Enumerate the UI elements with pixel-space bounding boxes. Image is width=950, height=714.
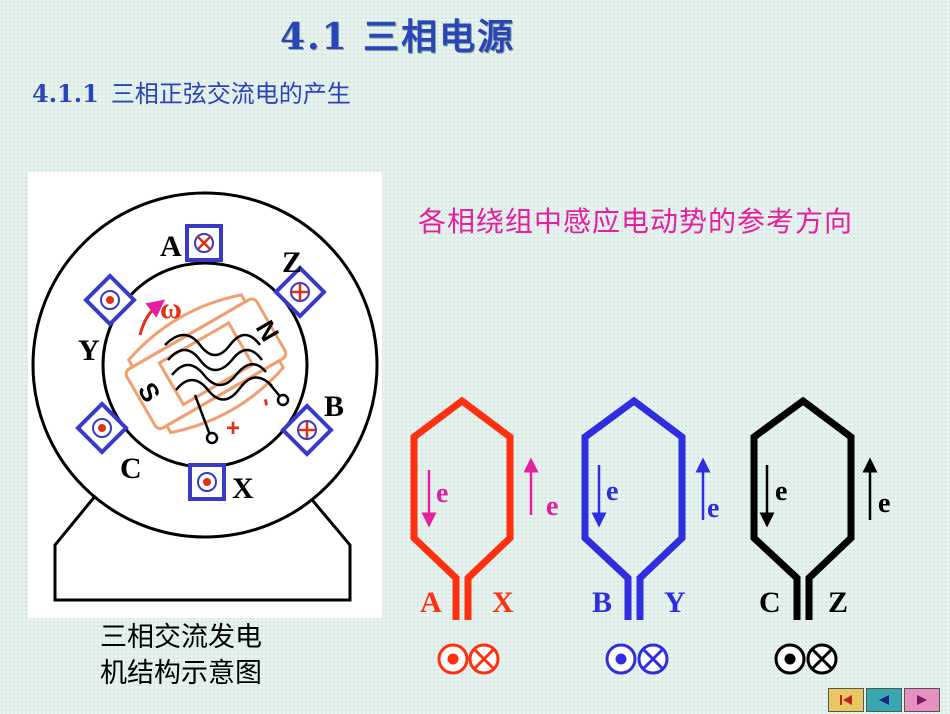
generator-caption-line2: 机结构示意图 — [100, 658, 262, 689]
omega-label: ω — [160, 292, 182, 325]
winding-caption: 各相绕组中感应电动势的参考方向 — [418, 205, 854, 238]
label-Y: Y — [78, 334, 100, 367]
emf-label-c-left: e — [775, 476, 787, 507]
next-slide-icon — [917, 695, 927, 705]
section-title: 三相正弦交流电的产生 — [110, 80, 351, 108]
terminal-label-A: A — [420, 586, 442, 619]
terminal-label-X: X — [492, 586, 514, 619]
slot-X — [188, 463, 226, 501]
rotation-arrow — [138, 299, 166, 336]
terminal-right — [276, 393, 290, 407]
slot-A — [185, 224, 223, 262]
previous-slide-button[interactable] — [866, 688, 902, 712]
plus-label: + — [226, 415, 240, 442]
winding-BY: e e B Y — [581, 396, 719, 675]
emf-label-a-left: e — [436, 478, 448, 509]
first-slide-icon — [840, 695, 852, 705]
next-slide-button[interactable] — [904, 688, 940, 712]
label-C: C — [120, 452, 142, 485]
emf-label-a-right: e — [546, 491, 558, 522]
slot-B — [280, 403, 334, 457]
emf-label-c-right: e — [878, 488, 890, 519]
slot-Z — [273, 265, 327, 319]
label-A: A — [160, 230, 182, 263]
slot-Y — [83, 273, 137, 327]
previous-slide-icon — [879, 695, 889, 705]
terminal-label-Z: Z — [828, 586, 848, 619]
winding-CZ: e e C Z — [750, 396, 890, 675]
label-X: X — [232, 472, 254, 505]
generator-caption-line1: 三相交流发电 — [100, 622, 262, 653]
rotor — [124, 293, 288, 435]
emf-label-b-left: e — [606, 476, 618, 507]
rotor-coil — [164, 333, 284, 436]
page-title: 4.1 三相电源 — [280, 16, 516, 58]
slot-C — [75, 401, 129, 455]
terminal-label-B: B — [592, 586, 612, 619]
first-slide-button[interactable] — [828, 688, 864, 712]
section-number: 4.1.1 — [32, 79, 99, 108]
generator-diagram: A Z Y B C X ω N S + - — [31, 191, 379, 602]
winding-AX: e e A X — [410, 396, 558, 675]
label-Z: Z — [282, 246, 302, 279]
generator-caption: 三相交流发电 机结构示意图 — [100, 620, 310, 692]
terminal-label-Y: Y — [664, 586, 686, 619]
terminal-left — [205, 431, 219, 445]
section-heading: 4.1.1 三相正弦交流电的产生 — [32, 74, 351, 109]
terminal-label-C: C — [759, 586, 781, 619]
label-B: B — [324, 390, 344, 423]
emf-label-b-right: e — [707, 493, 719, 524]
